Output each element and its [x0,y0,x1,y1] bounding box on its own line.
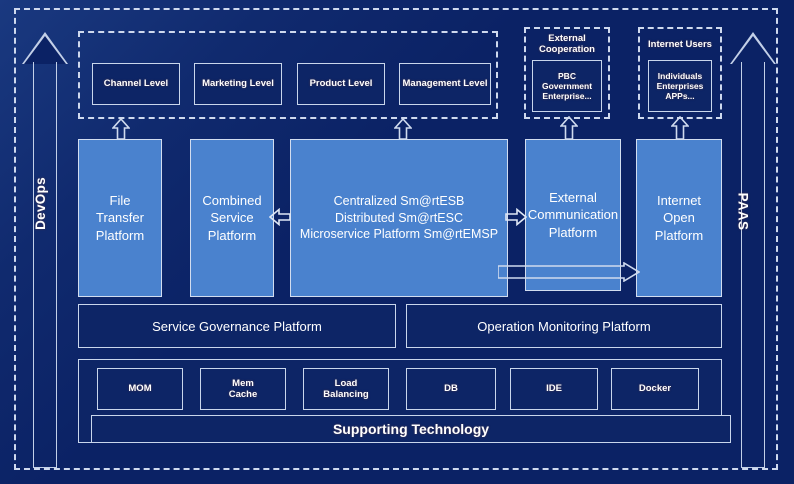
tech-box-load-balancing[interactable]: Load Balancing [303,368,389,410]
tech-box-mem-cache[interactable]: Mem Cache [200,368,286,410]
platform-block-esb-esc-emsp[interactable]: Centralized Sm@rtESB Distributed Sm@rtES… [290,139,508,297]
platform-block-internet-open[interactable]: Internet Open Platform [636,139,722,297]
flow-right-long-arrow-to-open-platform [497,261,641,283]
outer-dashed-frame [14,8,778,470]
tech-box-ide[interactable]: IDE [510,368,598,410]
tech-box-mom[interactable]: MOM [97,368,183,410]
paas-arrow-head-inner [732,36,774,64]
tech-box-db[interactable]: DB [406,368,496,410]
devops-label: DevOps [32,177,48,230]
level-box-product[interactable]: Product Level [297,63,385,105]
flow-right-arrow-to-external-communication [505,207,528,227]
platform-block-file-transfer[interactable]: File Transfer Platform [78,139,162,297]
level-box-management[interactable]: Management Level [399,63,491,105]
external-cooperation-detail-box[interactable]: PBC Government Enterprise... [532,60,602,112]
operation-monitoring-platform[interactable]: Operation Monitoring Platform [406,304,722,348]
paas-arrow-shaft [741,62,765,468]
devops-arrow-shaft [33,62,57,468]
supporting-technology-title: Supporting Technology [91,415,731,443]
level-box-marketing[interactable]: Marketing Level [194,63,282,105]
paas-label: PAAS [735,192,751,231]
service-governance-platform[interactable]: Service Governance Platform [78,304,396,348]
flow-left-arrow-to-combined-service [268,207,291,227]
channel-levels-group [78,31,498,119]
internet-users-detail-box[interactable]: Individuals Enterprises APPs... [648,60,712,112]
external-cooperation-group: External Cooperation [524,27,610,119]
level-box-channel[interactable]: Channel Level [92,63,180,105]
tech-box-docker[interactable]: Docker [611,368,699,410]
platform-block-combined-service[interactable]: Combined Service Platform [190,139,274,297]
flow-up-arrow-to-internet-users [671,116,689,140]
flow-up-arrow-to-external-cooperation [560,116,578,140]
flow-up-arrow-to-channel [112,118,130,140]
flow-up-arrow-to-management [394,118,412,140]
external-cooperation-title: External Cooperation [539,33,595,56]
devops-arrow-head-inner [24,36,66,64]
internet-users-title: Internet Users [648,39,712,50]
